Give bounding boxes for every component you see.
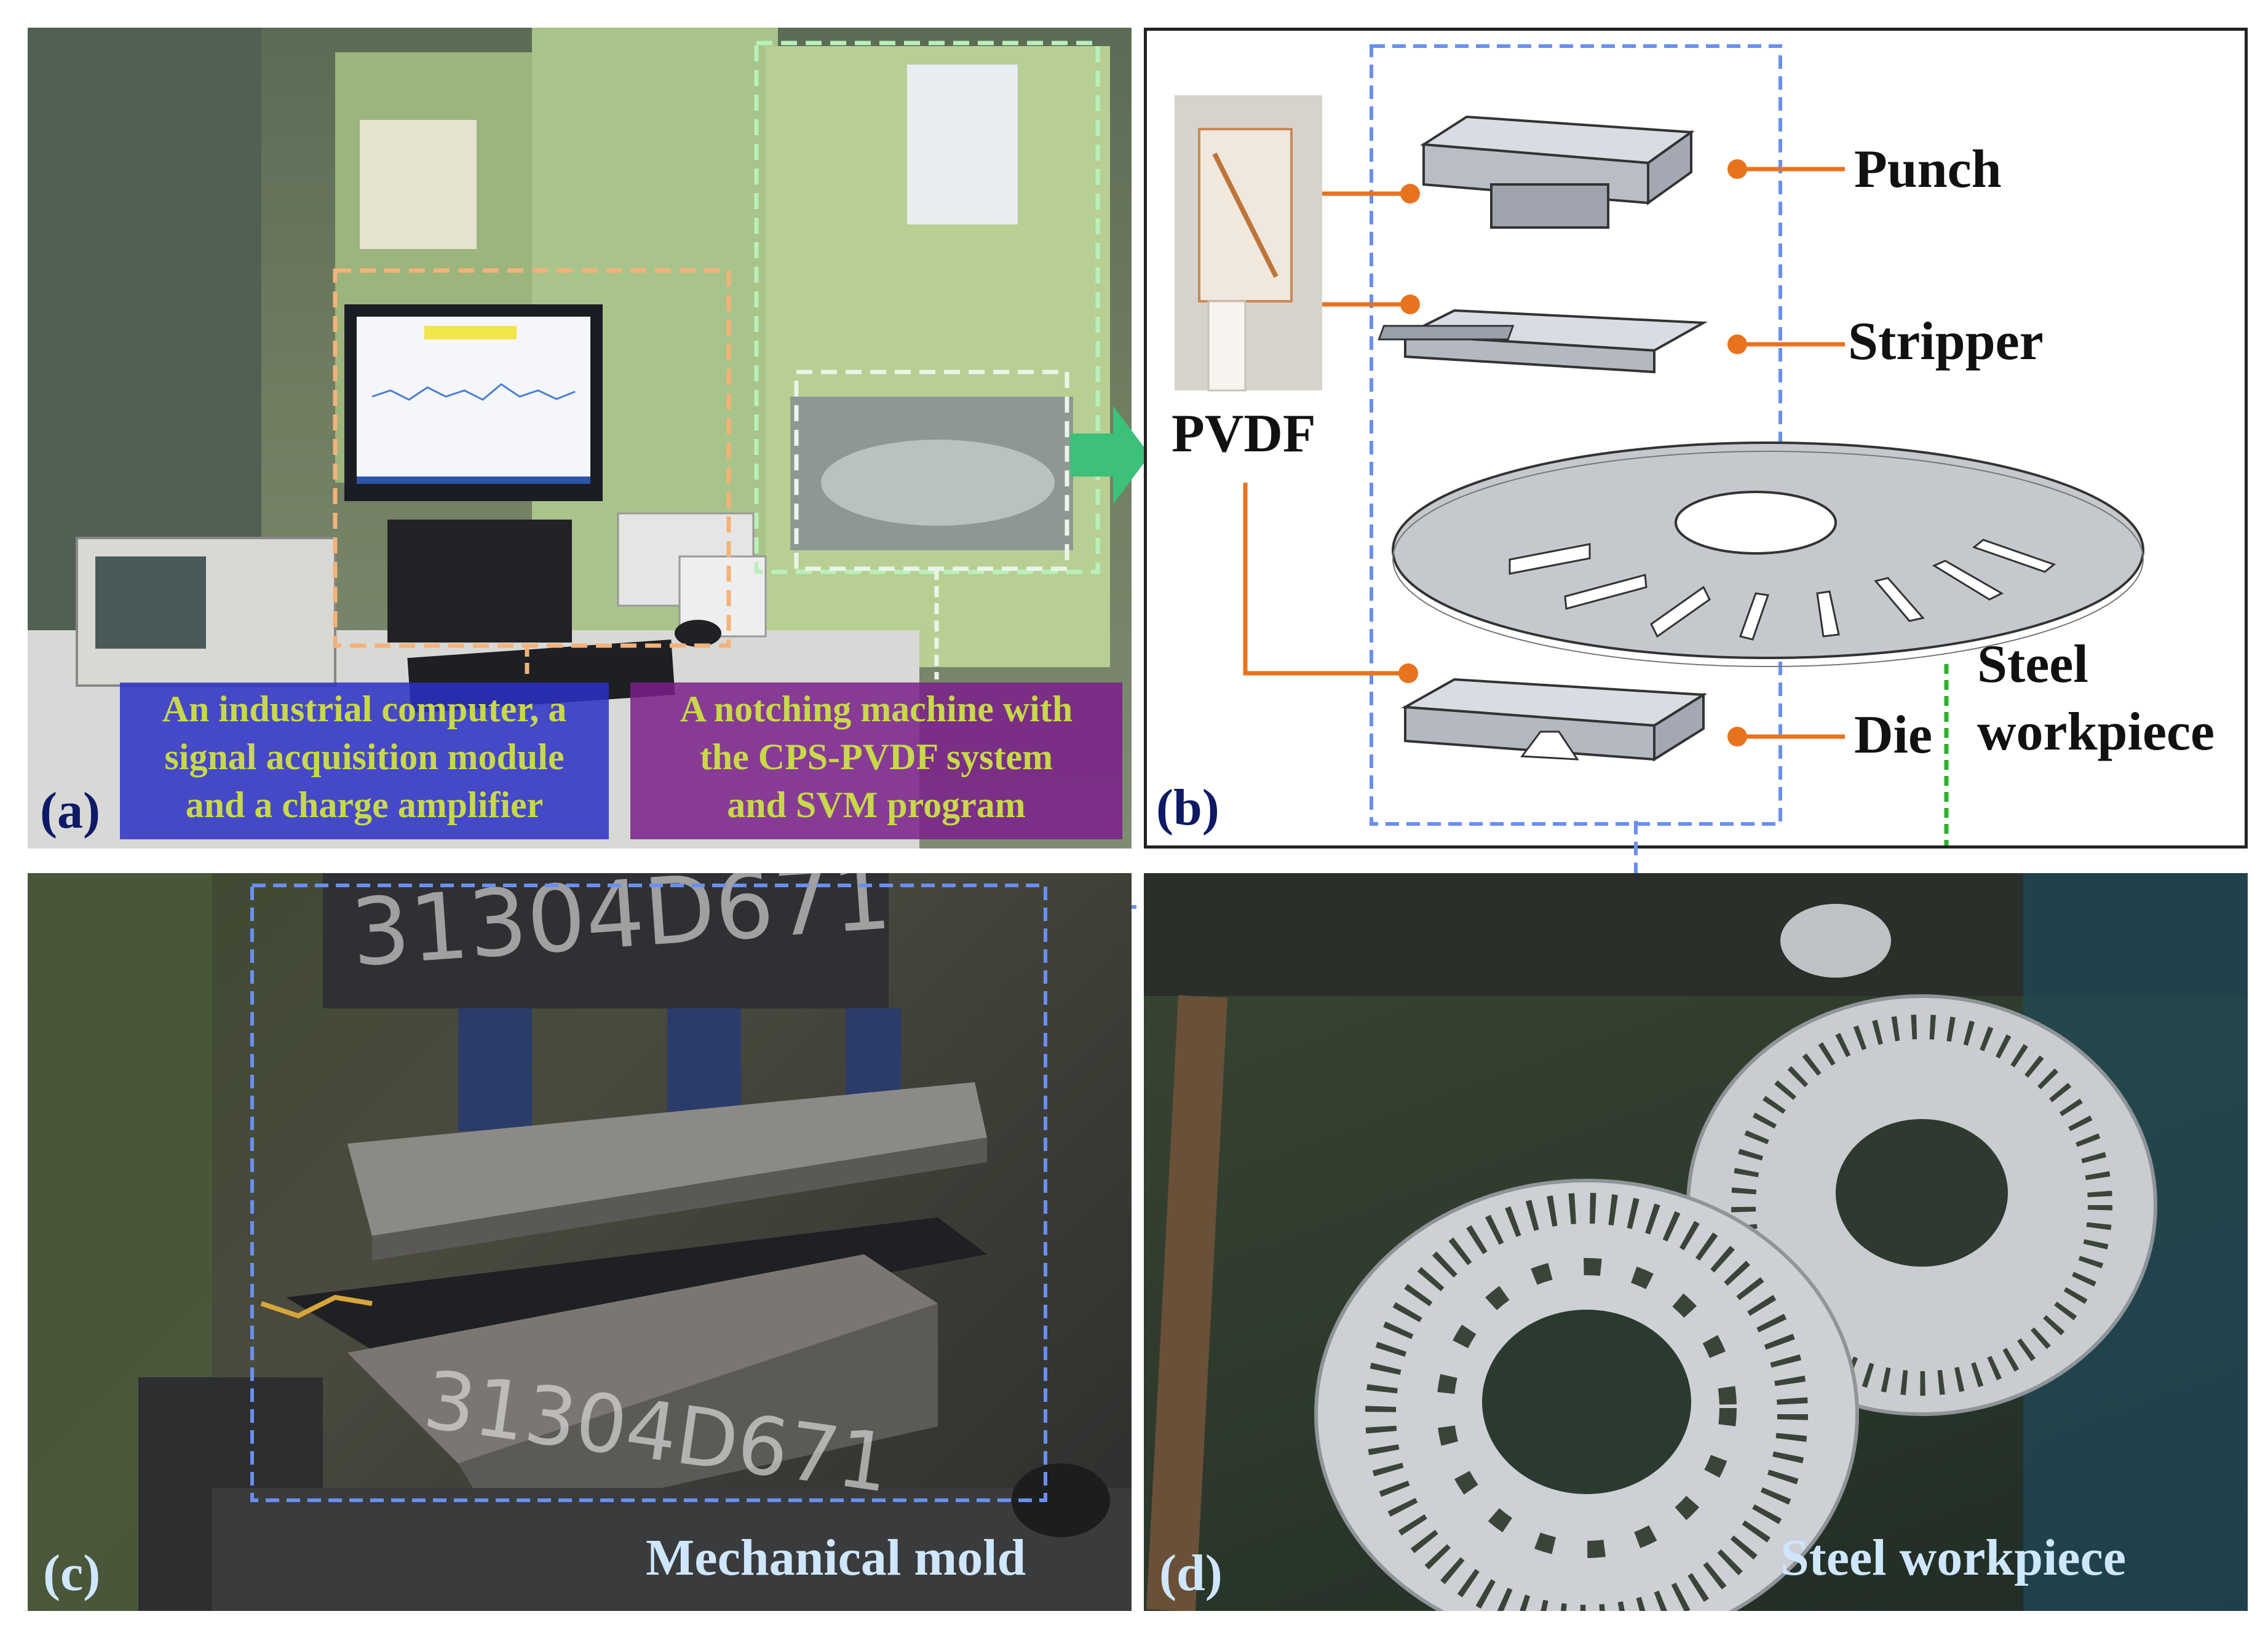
- workpiece-photo: [1144, 873, 2248, 1611]
- panel-d-photo: Steel workpiece (d): [1144, 873, 2248, 1611]
- machine-caption-line-3: and SVM program: [727, 785, 1026, 825]
- mold-group-box: [1370, 44, 1782, 826]
- computer-caption-line-2: signal acquisition module: [164, 737, 565, 777]
- die-highlight-box: [794, 370, 1069, 571]
- machine-highlight-box: [754, 41, 1100, 574]
- die-gap: [286, 1217, 987, 1365]
- control-box: [360, 120, 477, 249]
- steel-workpiece-front: [1314, 1179, 1859, 1611]
- mold-highlight-box: [250, 884, 1047, 1502]
- glove: [1780, 904, 1891, 978]
- lower-die-front: [458, 1304, 938, 1525]
- stripper-plate-edge: [372, 1138, 987, 1260]
- steel-disk-slots: [1509, 539, 2056, 641]
- base-plate: [212, 1488, 1132, 1611]
- machine-caption-line-2: the CPS-PVDF system: [699, 737, 1053, 777]
- panel-c-photo: 31304D671 31304D671 Mechanical mold (c): [28, 873, 1132, 1611]
- exploded-mold-diagram: [1175, 44, 2144, 845]
- stripper-slot: [1378, 325, 1515, 341]
- computer-highlight-box: [333, 268, 731, 648]
- springs: [458, 1008, 901, 1131]
- machine-notice-sheet: [907, 65, 1018, 224]
- steel-workpiece-label-line-1: Steel: [1977, 635, 2088, 694]
- upper-mold-block: [323, 873, 889, 1008]
- computer-caption-line-3: and a charge amplifier: [185, 785, 544, 825]
- pvdf-wire: [260, 1294, 373, 1319]
- die-notch: [1520, 730, 1579, 761]
- workpiece-on-die: [821, 440, 1055, 526]
- bolt-hole: [1012, 1463, 1110, 1537]
- screen-signal-trace: [371, 383, 576, 401]
- panel-c-letter: (c): [43, 1545, 101, 1602]
- punch-tool: [1490, 183, 1609, 229]
- steel-workpiece-label: Steel workpiece: [1780, 1529, 2127, 1586]
- panel-a-photo: An industrial computer, a signal acquisi…: [28, 28, 1132, 849]
- stripper-plate: [347, 1082, 987, 1236]
- computer-caption: An industrial computer, a signal acquisi…: [120, 682, 609, 839]
- computer-caption-line-1: An industrial computer, a: [162, 689, 567, 729]
- wooden-rod: [1146, 995, 1228, 1611]
- panel-b-diagram: PVDF Punch Stripper Die Steel workpiece …: [1144, 28, 2248, 849]
- steel-disk-edge: [1392, 451, 2144, 667]
- mold-photo: 31304D671 31304D671: [28, 873, 1132, 1611]
- screen-highlight-bar: [424, 326, 517, 339]
- panel-b-letter: (b): [1156, 779, 1219, 836]
- mechanical-mold-label: Mechanical mold: [646, 1529, 1026, 1586]
- stripper-label: Stripper: [1848, 312, 2044, 371]
- pvdf-lead: [1207, 300, 1247, 392]
- pvdf-electrode: [1212, 152, 1279, 278]
- punch-side: [1647, 130, 1692, 205]
- monitor-screen: [357, 317, 590, 483]
- lower-die-block: [347, 1254, 938, 1463]
- stripper-front: [1404, 333, 1655, 374]
- green-arrow-icon: [1070, 406, 1150, 504]
- machine-caption-line-1: A notching machine with: [680, 689, 1073, 729]
- steel-disk-hole: [1675, 491, 1837, 555]
- mouse: [675, 620, 721, 647]
- pvdf-label: PVDF: [1172, 404, 1316, 464]
- industrial-computer: [387, 520, 572, 643]
- workshop-photo: [28, 28, 1110, 849]
- die-label: Die: [1854, 705, 1933, 765]
- oscilloscope-screen: [95, 556, 206, 649]
- punch-label: Punch: [1854, 140, 2002, 199]
- panel-a-letter: (a): [40, 782, 100, 839]
- pvdf-callouts: [1243, 167, 1845, 739]
- screen-taskbar: [357, 477, 590, 484]
- steel-workpiece-label-line-2: workpiece: [1977, 702, 2215, 762]
- machine-caption: A notching machine with the CPS-PVDF sys…: [630, 682, 1122, 839]
- panel-d-letter: (d): [1159, 1545, 1223, 1602]
- callout-dots: [1398, 159, 1747, 746]
- die-side: [1653, 692, 1705, 762]
